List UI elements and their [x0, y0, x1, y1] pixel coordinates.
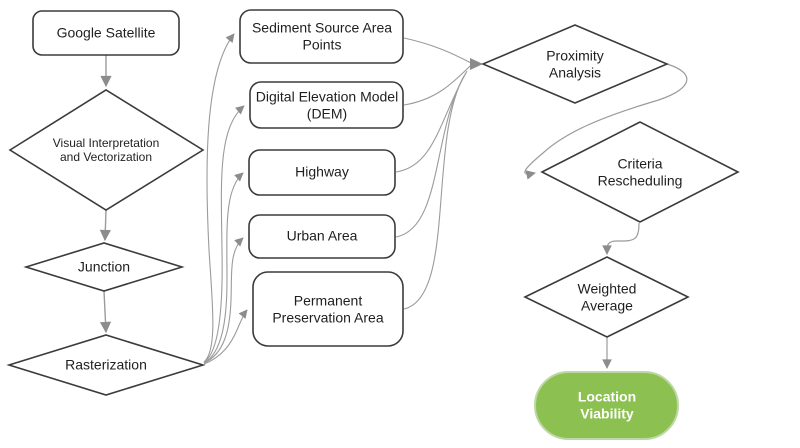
node-dem: [249, 81, 404, 129]
connector-rasterization-to-dem: [203, 105, 245, 363]
node-criteria-rescheduling: [540, 121, 740, 223]
connector-dem-to-proximity: [403, 65, 471, 106]
arrow-junction-to-rasterization: [99, 290, 112, 334]
node-proximity-analysis: [480, 24, 670, 104]
node-location-viability: [534, 371, 679, 440]
connector-rasterization-to-urban: [203, 237, 244, 364]
node-weighted-average: [523, 256, 690, 338]
node-permanent-preservation: [252, 271, 404, 347]
node-highway: [248, 149, 396, 196]
arrowhead-into-proximity-icon: [470, 58, 483, 70]
connector-rasterization-to-sediment: [203, 33, 235, 363]
connector-highway-to-proximity: [395, 70, 468, 173]
connector-rasterization-to-ppa: [203, 309, 248, 365]
connector-ppa-to-proximity: [403, 75, 465, 310]
connector-criteria-to-weighted: [602, 222, 640, 255]
node-urban-area: [248, 214, 396, 259]
node-visual-interpretation: [8, 89, 205, 211]
node-sediment-source: [239, 9, 404, 64]
arrow-visual-to-junction: [99, 209, 111, 242]
node-junction: [23, 242, 185, 292]
connector-proximity-to-criteria: [524, 63, 688, 180]
connector-sediment-to-proximity: [403, 37, 472, 64]
node-google-satellite: [32, 10, 180, 56]
connector-rasterization-to-highway: [203, 172, 244, 364]
node-rasterization: [6, 334, 206, 396]
